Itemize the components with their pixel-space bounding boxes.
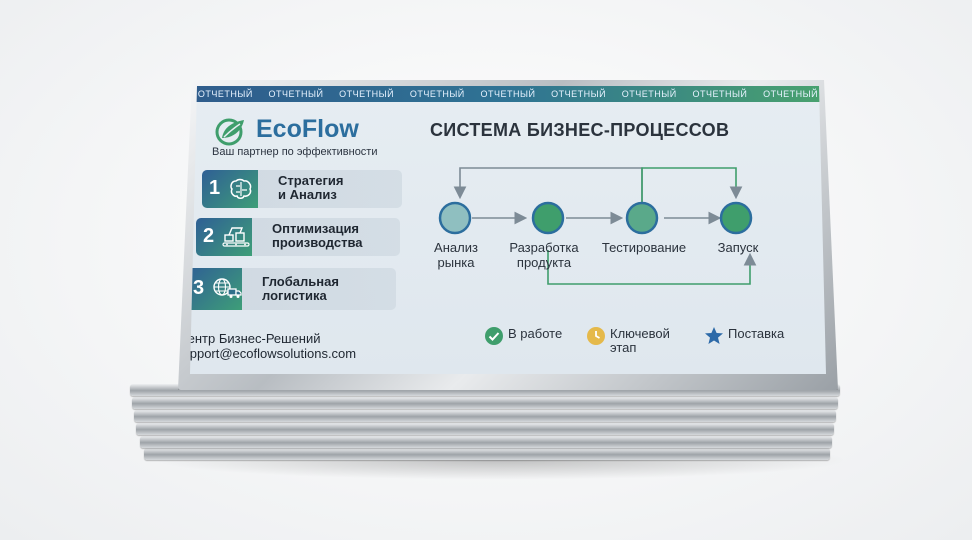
process-node	[625, 201, 659, 235]
ribbon-word: ОТЧЕТНЫЙ	[197, 89, 253, 99]
process-flow-diagram	[438, 167, 757, 285]
stack-layer	[132, 397, 838, 409]
bottom-loop-arrow	[547, 250, 757, 285]
process-title: СИСТЕМА БИЗНЕС-ПРОЦЕССОВ	[430, 120, 730, 140]
node-label-launch: Запуск	[708, 240, 768, 255]
step-label-line: и Анализ	[278, 187, 337, 202]
process-node	[719, 201, 753, 235]
ribbon-word: ОТЧЕТНЫЙ	[621, 89, 677, 99]
legend-label-line: этап	[610, 340, 637, 355]
step-label-line: Глобальная	[262, 274, 339, 289]
step-label-line: Оптимизация	[272, 221, 360, 236]
ribbon-word: ОТЧЕТНЫЙ	[763, 89, 819, 99]
step-label-line: Стратегия	[278, 173, 344, 188]
star-icon	[705, 327, 723, 344]
brand-name: EcoFlow	[256, 115, 359, 144]
feedback-loop-arrow	[453, 167, 643, 204]
node-label-line: продукта	[516, 255, 572, 270]
top-loop-arrow	[641, 167, 743, 204]
step-badge: 2	[196, 218, 252, 256]
ribbon-word: ОТЧЕТНЫЙ	[339, 89, 395, 99]
brand-tagline: Ваш партнер по эффективности	[212, 146, 378, 158]
stack-layer	[134, 410, 836, 422]
step-strategy: 1 Стратегия и Анализ	[202, 170, 402, 208]
process-node	[531, 201, 565, 235]
stack-layer	[144, 448, 830, 460]
node-label-line: Запуск	[717, 240, 759, 255]
step-number: 1	[209, 177, 221, 199]
step-number: 2	[203, 225, 215, 247]
node-label-testing: Тестирование	[594, 240, 694, 255]
step-badge: 1	[202, 170, 258, 208]
step-label: Глобальная логистика	[262, 275, 339, 303]
globe-truck-icon	[213, 278, 242, 298]
brain-circuit-icon	[230, 178, 252, 199]
ribbon-word: ОТЧЕТНЫЙ	[268, 89, 324, 99]
stack-layer	[136, 423, 834, 435]
step-label: Стратегия и Анализ	[278, 174, 344, 202]
process-node	[438, 201, 472, 235]
node-label-line: рынка	[437, 255, 475, 270]
node-label-line: Анализ	[434, 240, 478, 255]
legend-label: Ключевой этап	[610, 327, 670, 355]
legend-label: В работе	[508, 326, 563, 341]
clock-icon	[587, 327, 605, 345]
step-badge: 3	[190, 268, 242, 310]
legend-label-line: Ключевой	[610, 326, 670, 341]
factory-conveyor-icon	[222, 227, 250, 247]
header-ribbon: ОТЧЕТНЫЙ ОТЧЕТНЫЙ ОТЧЕТНЫЙ ОТЧЕТНЫЙ ОТЧЕ…	[190, 86, 826, 102]
footer-email: support@ecoflowsolutions.com	[190, 346, 357, 361]
step-number: 3	[193, 277, 205, 299]
leaf-logo-icon	[215, 118, 244, 146]
step-logistics: 3 Глобальная логистика	[190, 268, 396, 310]
node-label-analysis: Анализ рынка	[424, 240, 488, 270]
check-circle-icon	[485, 327, 503, 345]
ribbon-word: ОТЧЕТНЫЙ	[692, 89, 748, 99]
step-label-line: производства	[272, 235, 363, 250]
ribbon-word: ОТЧЕТНЫЙ	[409, 89, 465, 99]
ribbon-word: ОТЧЕТНЫЙ	[551, 89, 607, 99]
step-label: Оптимизация производства	[272, 222, 363, 250]
node-label-line: Разработка	[509, 240, 579, 255]
ribbon-word: ОТЧЕТНЫЙ	[480, 89, 536, 99]
step-optimization: 2 Оптимизация производства	[196, 218, 400, 256]
poster-card: ОТЧЕТНЫЙ ОТЧЕТНЫЙ ОТЧЕТНЫЙ ОТЧЕТНЫЙ ОТЧЕ…	[190, 86, 826, 374]
stack-layer	[140, 436, 832, 448]
brand-name-flow: Flow	[301, 115, 359, 143]
node-label-development: Разработка продукта	[502, 240, 586, 270]
legend-label: Поставка	[728, 326, 785, 341]
brand-name-eco: Eco	[256, 115, 302, 143]
footer-company: Центр Бизнес-Решений	[190, 331, 321, 346]
step-label-line: логистика	[262, 288, 327, 303]
node-label-line: Тестирование	[601, 240, 687, 255]
